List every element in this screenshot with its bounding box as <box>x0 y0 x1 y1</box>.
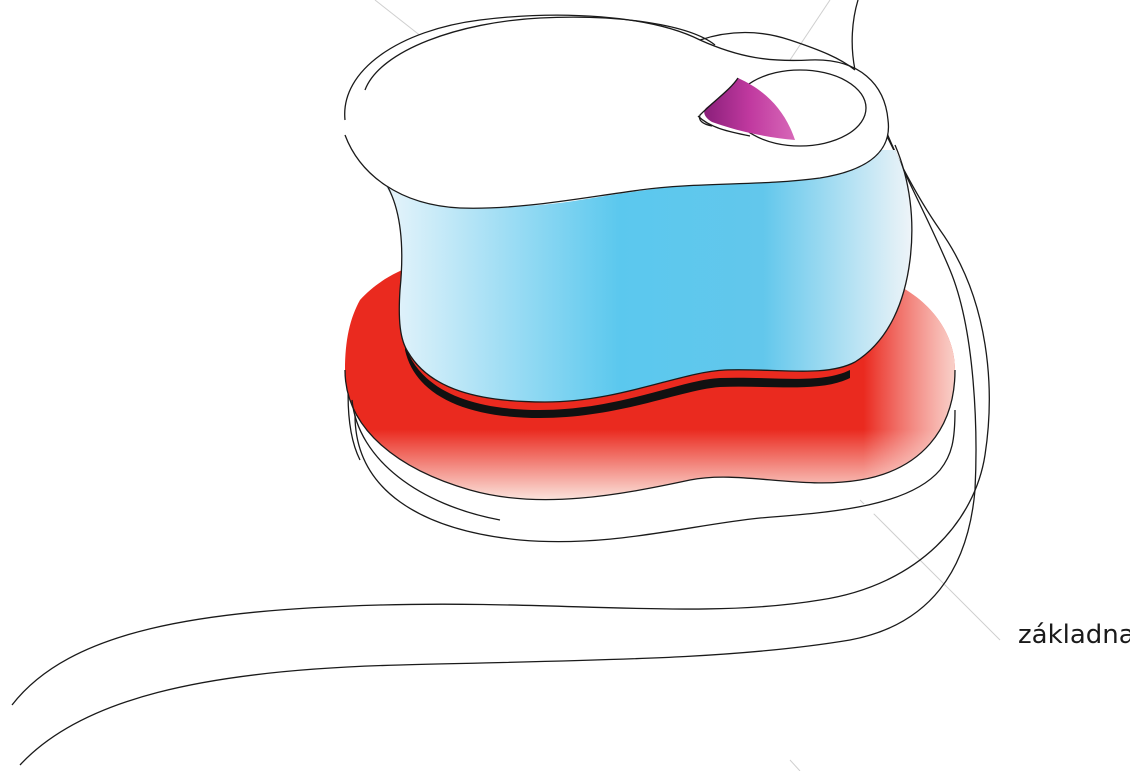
base-label: základna <box>1018 620 1130 650</box>
